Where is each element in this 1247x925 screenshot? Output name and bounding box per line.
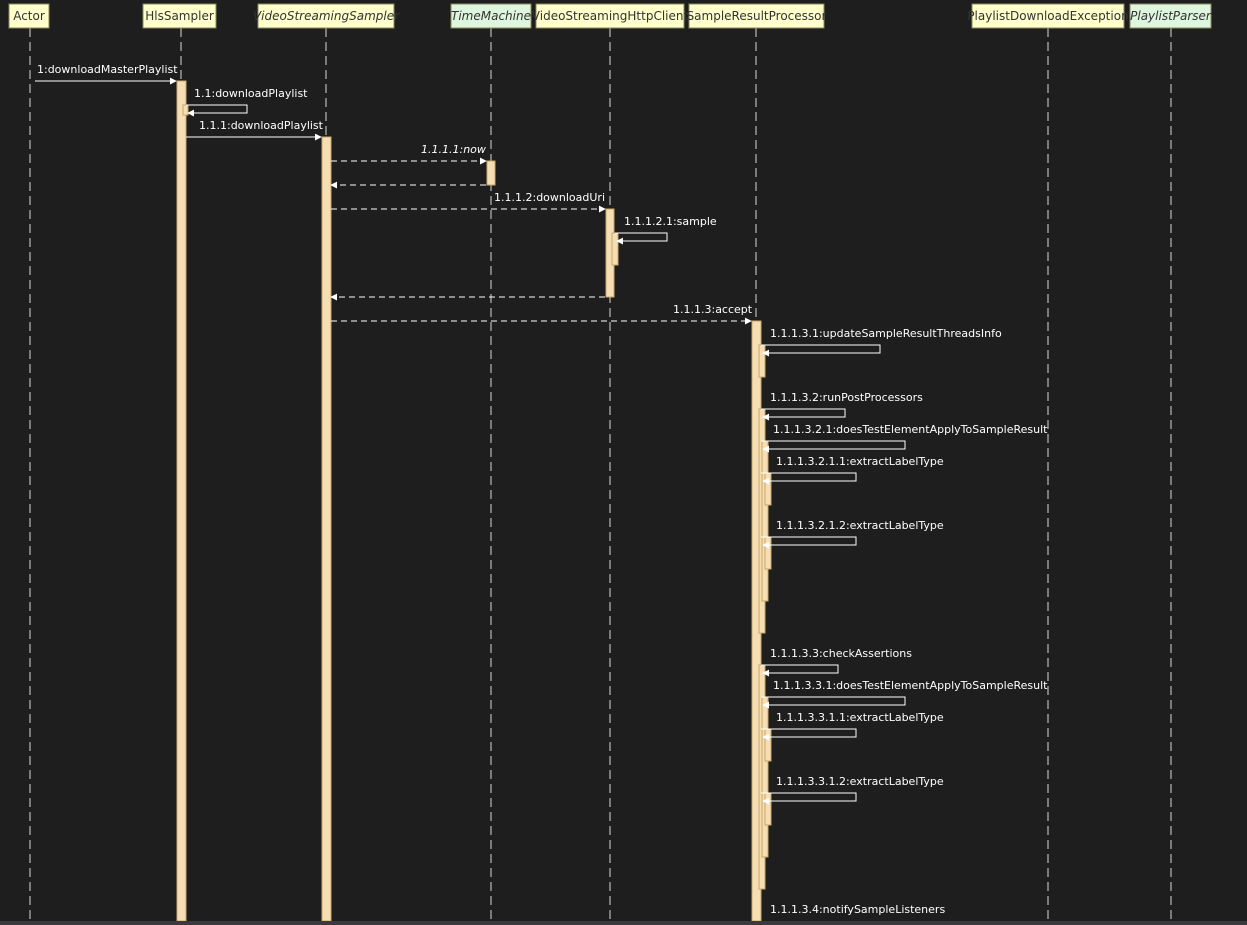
message-label: 1.1.1:downloadPlaylist	[199, 119, 324, 132]
message-1[interactable]: 1.1:downloadPlaylist	[186, 87, 308, 117]
participant-label: HlsSampler	[145, 9, 214, 23]
message-label: 1.1.1.3.3:checkAssertions	[770, 647, 912, 660]
self-call-arrow	[761, 440, 906, 453]
participant-label: VideoStreamingSampler	[253, 9, 400, 23]
message-label: 1.1.1.3.3.1.2:extractLabelType	[776, 775, 944, 788]
self-call-arrow	[761, 344, 881, 357]
participant-vshc[interactable]: VideoStreamingHttpClient	[532, 3, 689, 29]
act-srp-post-apply-bar	[761, 440, 769, 602]
self-call-arrow	[761, 536, 857, 549]
message-label: 1.1.1.2:downloadUri	[494, 191, 605, 204]
self-call-arrow	[761, 664, 839, 677]
participant-box	[688, 3, 825, 29]
message-9[interactable]: 1.1.1.3.1:updateSampleResultThreadsInfo	[761, 327, 1002, 357]
participant-srp[interactable]: SampleResultProcessor	[687, 3, 827, 29]
message-15[interactable]: 1.1.1.3.3.1:doesTestElementApplyToSample…	[761, 679, 1048, 709]
act-tm-now-bar	[486, 160, 496, 186]
participant-label: PlaylistDownloadException	[967, 9, 1128, 23]
participant-pde[interactable]: PlaylistDownloadException	[967, 3, 1129, 29]
self-call-arrow	[186, 104, 248, 117]
act-srp-post-ext1-bar	[764, 472, 772, 506]
message-label: 1.1.1.3.3.1.1:extractLabelType	[776, 711, 944, 724]
message-10[interactable]: 1.1.1.3.2:runPostProcessors	[761, 391, 923, 421]
message-label: 1.1.1.3.2:runPostProcessors	[770, 391, 923, 404]
act-vshc-nested-bar	[611, 232, 619, 266]
message-label: 1.1.1.1:now	[421, 143, 486, 156]
message-label: 1.1.1.3.4:notifySampleListeners	[770, 903, 945, 916]
self-call-arrow	[615, 232, 668, 245]
participant-box	[971, 3, 1125, 29]
participant-tm[interactable]: TimeMachine	[450, 3, 532, 29]
participant-label: Actor	[13, 9, 45, 23]
self-call-arrow	[761, 728, 857, 741]
message-2[interactable]: 1.1.1:downloadPlaylist	[186, 119, 324, 141]
participant-pp[interactable]: PlaylistParser	[1129, 3, 1212, 29]
participant-actor[interactable]: Actor	[8, 3, 50, 29]
participant-box	[1129, 3, 1212, 29]
participant-label: SampleResultProcessor	[687, 9, 827, 23]
act-hls-nested-bar	[182, 104, 189, 116]
participant-box	[535, 3, 685, 29]
self-call-arrow	[761, 408, 846, 421]
participant-box	[8, 3, 50, 29]
self-call-arrow	[761, 696, 906, 709]
act-srp-post-ext2-bar	[764, 536, 772, 570]
message-12[interactable]: 1.1.1.3.2.1.1:extractLabelType	[761, 455, 944, 485]
message-label: 1.1.1.3.1:updateSampleResultThreadsInfo	[770, 327, 1002, 340]
message-label: 1.1.1.3.2.1:doesTestElementApplyToSample…	[773, 423, 1048, 436]
participant-box	[257, 3, 395, 29]
frame-border-bottom	[0, 921, 1247, 925]
act-vss-main-bar	[321, 136, 332, 922]
message-label: 1.1.1.3.3.1:doesTestElementApplyToSample…	[773, 679, 1048, 692]
message-label: 1.1:downloadPlaylist	[194, 87, 308, 100]
message-label: 1.1.1.3:accept	[673, 303, 753, 316]
act-srp-assert-ext2-bar	[764, 792, 772, 826]
message-label: 1.1.1.3.2.1.1:extractLabelType	[776, 455, 944, 468]
message-17[interactable]: 1.1.1.3.3.1.2:extractLabelType	[761, 775, 944, 805]
act-hls-main-bar	[176, 80, 187, 922]
message-label: 1.1.1.2.1:sample	[624, 215, 717, 228]
participant-label: PlaylistParser	[1130, 9, 1212, 23]
participant-label: TimeMachine	[451, 9, 531, 23]
participant-vss[interactable]: VideoStreamingSampler	[253, 3, 400, 29]
participant-box	[450, 3, 532, 29]
message-5[interactable]: 1.1.1.2:downloadUri	[331, 191, 606, 213]
message-8[interactable]: 1.1.1.3:accept	[331, 303, 753, 325]
message-label: 1.1.1.3.2.1.2:extractLabelType	[776, 519, 944, 532]
message-3[interactable]: 1.1.1.1:now	[331, 143, 487, 165]
message-14[interactable]: 1.1.1.3.3:checkAssertions	[761, 647, 912, 677]
act-srp-assert-ext1-bar	[764, 728, 772, 762]
message-0[interactable]: 1:downloadMasterPlaylist	[35, 63, 178, 85]
message-13[interactable]: 1.1.1.3.2.1.2:extractLabelType	[761, 519, 944, 549]
participant-hls[interactable]: HlsSampler	[142, 3, 217, 29]
self-call-arrow	[761, 792, 857, 805]
message-16[interactable]: 1.1.1.3.3.1.1:extractLabelType	[761, 711, 944, 741]
message-label: 1:downloadMasterPlaylist	[37, 63, 178, 76]
self-call-arrow	[761, 472, 857, 485]
message-6[interactable]: 1.1.1.2.1:sample	[615, 215, 717, 245]
message-18[interactable]: 1.1.1.3.4:notifySampleListeners	[770, 903, 945, 916]
participant-label: VideoStreamingHttpClient	[532, 9, 689, 23]
participant-box	[142, 3, 217, 29]
act-srp-assert-apply-bar	[761, 696, 769, 858]
act-srp-update-bar	[758, 344, 766, 378]
message-11[interactable]: 1.1.1.3.2.1:doesTestElementApplyToSample…	[761, 423, 1048, 453]
